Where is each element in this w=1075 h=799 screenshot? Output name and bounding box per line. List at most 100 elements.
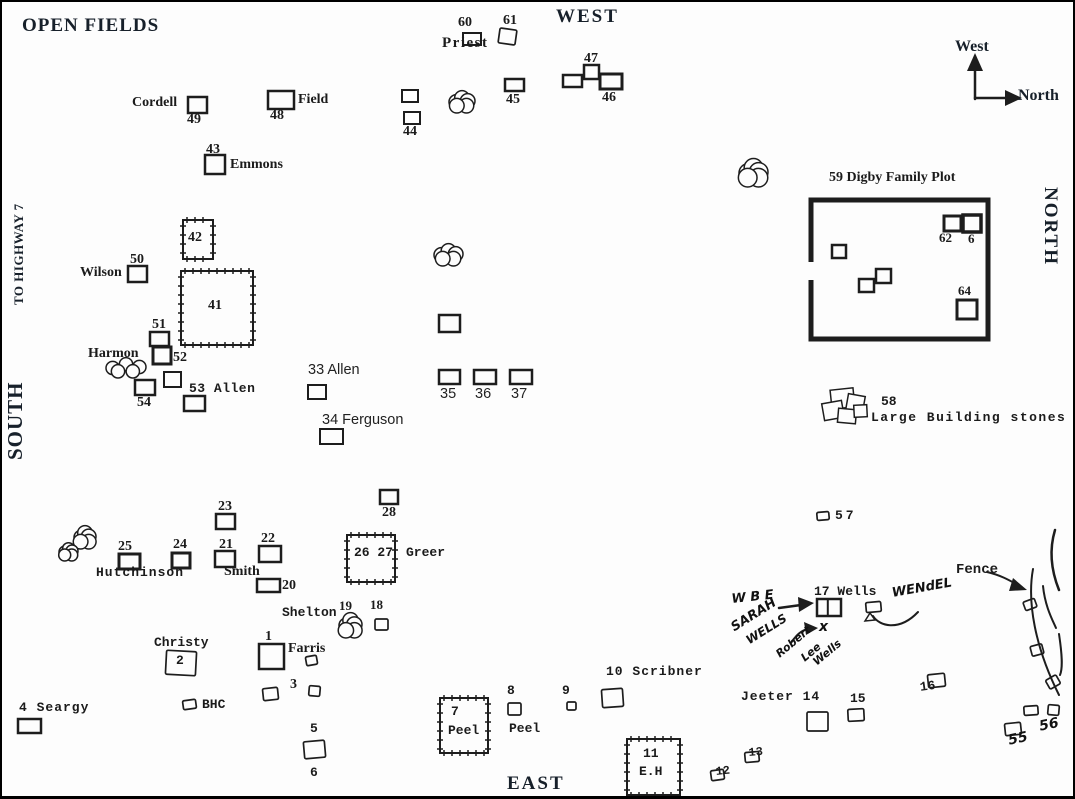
x-mark: x bbox=[819, 619, 829, 635]
fence-post-a bbox=[1022, 597, 1038, 612]
wbe-arrow bbox=[777, 603, 803, 610]
jeeter-14-label: Jeeter 14 bbox=[741, 689, 821, 704]
smith-label: Smith bbox=[224, 564, 260, 579]
plot-53-box bbox=[182, 394, 207, 413]
plot-9-box bbox=[566, 701, 577, 711]
plot-18-box bbox=[374, 618, 389, 631]
plot-1-box bbox=[257, 642, 286, 671]
plot-28-number: 28 bbox=[382, 505, 396, 520]
plot-28-box bbox=[378, 488, 400, 506]
digby-box-6 bbox=[961, 213, 983, 234]
plot-44-box-a bbox=[401, 89, 419, 103]
plot-61-box bbox=[497, 27, 518, 46]
plot-56-number: 56 bbox=[1037, 714, 1061, 735]
tree-shelton bbox=[337, 611, 363, 639]
plot-52-number: 52 bbox=[173, 350, 187, 365]
plot-20-number: 20 bbox=[282, 578, 296, 593]
edge-east-label: EAST bbox=[507, 773, 565, 794]
plot-36-box bbox=[472, 368, 498, 386]
wbe-arrowhead bbox=[798, 597, 814, 612]
christy-label: Christy bbox=[154, 635, 209, 650]
plot-61-number: 61 bbox=[503, 13, 517, 28]
plot-60-box bbox=[462, 32, 482, 46]
plot-44-number: 44 bbox=[403, 124, 417, 139]
center-box bbox=[437, 313, 462, 334]
plot-17-box bbox=[815, 597, 843, 618]
building-stones-label: Large Building stones bbox=[871, 410, 1067, 425]
plot-25-box bbox=[117, 552, 142, 571]
plot-57-number: 57 bbox=[835, 508, 857, 523]
tree-top-center bbox=[448, 89, 476, 114]
fence-post-b bbox=[1029, 643, 1045, 657]
digby-plot-border bbox=[807, 197, 991, 342]
plot-60-number: 60 bbox=[458, 15, 472, 30]
plot-50-number: 50 bbox=[130, 252, 144, 267]
tree-harmon bbox=[105, 356, 147, 379]
plot-8-number: 8 bbox=[507, 683, 515, 698]
compass-north-label: North bbox=[1018, 87, 1059, 104]
plot-22-number: 22 bbox=[261, 531, 275, 546]
compass-north-arrowhead bbox=[1005, 90, 1022, 106]
field-label: Field bbox=[298, 92, 329, 107]
bhc-label: BHC bbox=[202, 697, 226, 712]
building-stones bbox=[820, 387, 869, 425]
plot-8-box bbox=[507, 702, 522, 716]
fence-line bbox=[1030, 568, 1060, 696]
plot-12-number: 12 bbox=[714, 763, 731, 779]
plot-55-number: 55 bbox=[1006, 728, 1030, 749]
plot-14-box bbox=[806, 711, 829, 732]
plot-41-number: 41 bbox=[208, 298, 222, 313]
cordell-label: Cordell bbox=[132, 95, 178, 110]
plot-42-number: 42 bbox=[188, 230, 202, 245]
plot-13-number: 13 bbox=[747, 744, 764, 760]
wilson-label: Wilson bbox=[80, 265, 122, 280]
digby-box-62 bbox=[942, 214, 963, 233]
plot-24-number: 24 bbox=[173, 537, 187, 552]
plot-53-allen-label: 53 Allen bbox=[189, 381, 256, 396]
farris-label: Farris bbox=[288, 641, 326, 656]
plot-15-box bbox=[846, 707, 866, 723]
plot-54-number: 54 bbox=[137, 395, 151, 410]
plot-10-box bbox=[600, 687, 625, 709]
plot-42-box bbox=[180, 217, 216, 262]
plot-3-number: 3 bbox=[290, 677, 297, 692]
edge-west-label: WEST bbox=[556, 6, 619, 27]
plot-11-number: 11 bbox=[643, 746, 659, 761]
digby-box-c bbox=[874, 267, 893, 285]
plot-23-number: 23 bbox=[218, 499, 232, 514]
plot-62-number: 62 bbox=[939, 230, 952, 245]
plot-6-bottom-number: 6 bbox=[310, 765, 318, 780]
small-box-53 bbox=[163, 371, 182, 388]
tree-near-digby bbox=[737, 157, 769, 188]
plot-17-wells-label: 17 Wells bbox=[814, 584, 877, 599]
plot-2-number: 2 bbox=[176, 653, 184, 668]
tree-center bbox=[433, 242, 464, 267]
priest-label: Priest bbox=[442, 35, 489, 51]
plot-47-number: 47 bbox=[584, 51, 598, 66]
wendel-underline bbox=[872, 611, 919, 627]
plot-36-number: 36 bbox=[475, 386, 492, 402]
plot-26-27-number: 26 27 bbox=[354, 545, 394, 560]
plot-46-box bbox=[598, 72, 624, 91]
plot-48-box bbox=[266, 89, 296, 111]
tree-left-b bbox=[57, 541, 79, 562]
plot-7-number: 7 bbox=[451, 704, 459, 719]
plot-49-number: 49 bbox=[187, 112, 201, 127]
plot-51-number: 51 bbox=[152, 317, 166, 332]
plot-64-number: 64 bbox=[958, 283, 971, 298]
plot-33-allen-label: 33 Allen bbox=[308, 362, 360, 378]
plot-37-number: 37 bbox=[511, 386, 528, 402]
plot-54-box bbox=[133, 378, 157, 397]
plot-1-number: 1 bbox=[265, 629, 272, 644]
plot-48-number: 48 bbox=[270, 108, 284, 123]
open-fields-label: OPEN FIELDS bbox=[22, 15, 160, 36]
bhc-mark bbox=[181, 698, 198, 711]
edge-south-label: SOUTH bbox=[3, 381, 27, 460]
plot-35-box bbox=[437, 368, 462, 386]
plot-41-box bbox=[178, 268, 256, 348]
plot-37-box bbox=[508, 368, 534, 386]
plot-6-number: 6 bbox=[968, 231, 975, 246]
digby-plot-title: 59 Digby Family Plot bbox=[829, 170, 956, 185]
harmon-label: Harmon bbox=[88, 346, 139, 361]
